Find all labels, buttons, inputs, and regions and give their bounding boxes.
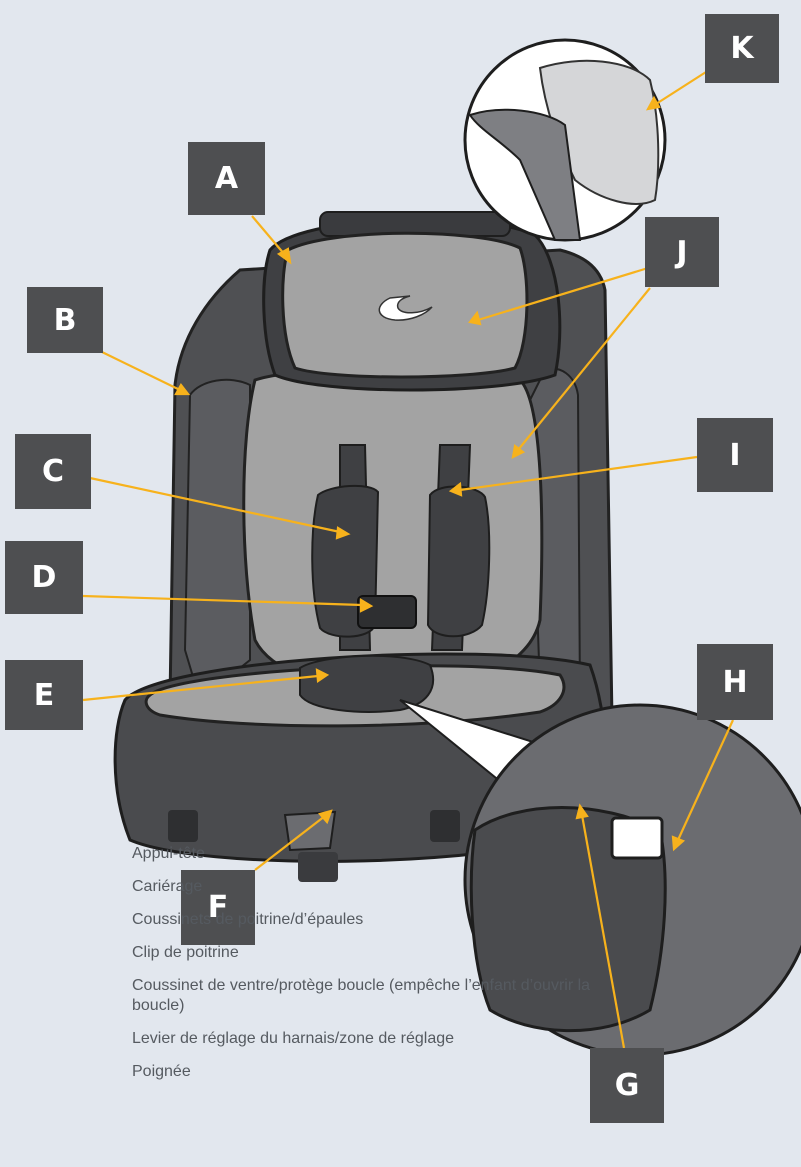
legend-item: Cariérage (132, 877, 592, 897)
callout-d: D (5, 541, 83, 614)
chest-pad-right (428, 487, 489, 637)
chest-clip (358, 596, 416, 628)
callout-b: B (27, 287, 103, 353)
back-padding (244, 367, 542, 695)
legend-list: Appui-tête Cariérage Coussinets de poitr… (132, 844, 592, 1095)
callout-a: A (188, 142, 265, 215)
seat-wing-left (185, 380, 250, 700)
base-clip-right (430, 810, 460, 842)
leader-k (656, 72, 706, 104)
base-clip-left (168, 810, 198, 842)
legend-item: Appui-tête (132, 844, 592, 864)
callout-i: I (697, 418, 773, 492)
detail-lever (612, 818, 662, 858)
callout-h: H (697, 644, 773, 720)
legend-item: Levier de réglage du harnais/zone de rég… (132, 1029, 592, 1049)
legend-item: Clip de poitrine (132, 943, 592, 963)
callout-g: G (590, 1048, 664, 1123)
callout-c: C (15, 434, 91, 509)
legend-item: Coussinets de poitrine/d’épaules (132, 910, 592, 930)
callout-j: J (645, 217, 719, 287)
callout-e: E (5, 660, 83, 730)
leader-b (102, 352, 180, 390)
legend-item: Poignée (132, 1062, 592, 1082)
callout-k: K (705, 14, 779, 83)
legend-item: Coussinet de ventre/protège boucle (empê… (132, 976, 592, 1016)
headrest-pad (283, 233, 527, 377)
leader-a (252, 216, 285, 255)
